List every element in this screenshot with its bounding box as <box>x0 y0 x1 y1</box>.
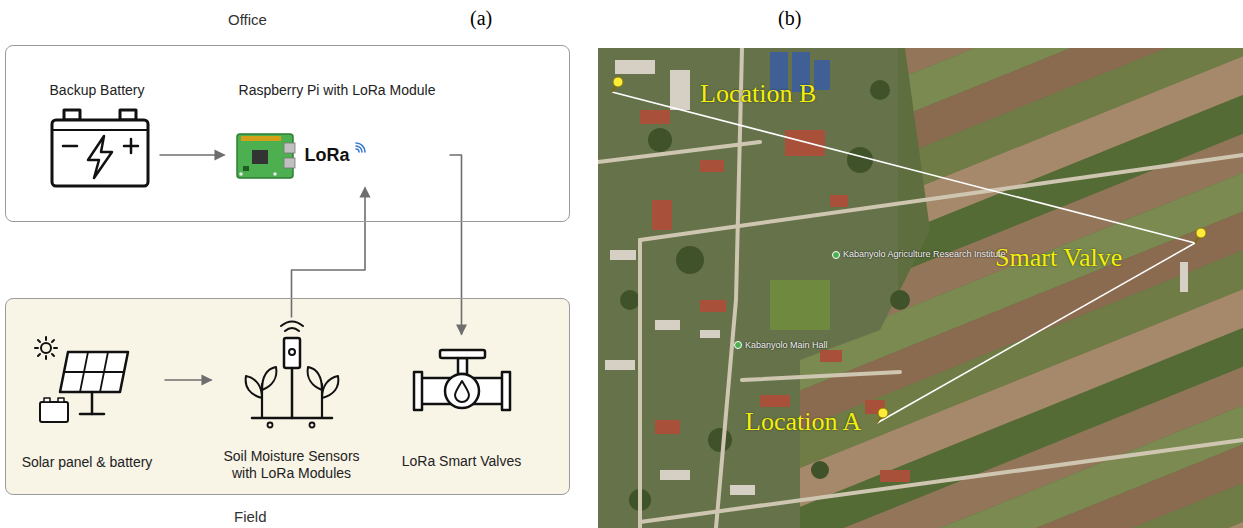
lora-logo-text: LoRa <box>305 144 350 166</box>
label-holder: Kabanyolo Main Hall <box>745 340 828 351</box>
map-place-label: Kabanyolo Main Hall <box>745 340 828 351</box>
component-label: Backup Battery <box>50 82 145 99</box>
battery-unit: Backup Battery <box>35 78 160 193</box>
panel-letter: (a) <box>470 6 492 30</box>
satellite-map <box>469 0 1243 528</box>
label-holder: Kabanyolo Agriculture Research Institute <box>843 249 1006 260</box>
label-holder: (b) <box>778 6 801 30</box>
sensor-unit: Soil Moisture Sensors with LoRa Modules <box>212 318 372 490</box>
map-location-label: Smart Valve <box>995 244 1122 272</box>
map-place-label: Kabanyolo Agriculture Research Institute <box>843 249 1006 260</box>
region-title: Office <box>228 11 267 29</box>
soil-sensor-icon <box>246 322 339 428</box>
label-holder: Location B <box>700 80 816 108</box>
field-background <box>6 299 570 495</box>
valve-unit: LoRa Smart Valves <box>397 335 527 485</box>
field-region: FieldSolar panel & batterySoil Moisture … <box>5 298 570 495</box>
smart-valve-icon <box>414 350 510 410</box>
solar-unit: Solar panel & battery <box>10 335 165 485</box>
map-pins <box>612 77 1206 423</box>
map-location-label: Location B <box>700 80 816 108</box>
panel-letter: (b) <box>778 6 801 30</box>
label-holder: Smart Valve <box>995 244 1122 272</box>
connector-arrow <box>160 154 225 156</box>
component-label: Solar panel & battery <box>22 454 153 471</box>
lora-signal-mark <box>356 143 365 152</box>
office-region: OfficeBackup BatteryRaspberry Pi with Lo… <box>5 45 570 222</box>
label-holder: Location A <box>745 408 861 436</box>
connector-arrow <box>450 155 462 335</box>
solar-panel-icon <box>35 337 128 422</box>
raspberry-pi-icon <box>237 134 295 178</box>
connector-arrow <box>165 379 212 381</box>
battery-icon <box>52 110 148 186</box>
component-label: Soil Moisture Sensors with LoRa Modules <box>214 448 370 482</box>
component-label: LoRa Smart Valves <box>402 453 522 470</box>
map-location-label: Location A <box>745 408 861 436</box>
region-title: Field <box>234 508 267 526</box>
component-label: Raspberry Pi with LoRa Module <box>239 82 436 99</box>
gateway-unit: Raspberry Pi with LoRa ModuleLoRa <box>225 78 450 188</box>
label-holder: (a) <box>470 6 492 30</box>
